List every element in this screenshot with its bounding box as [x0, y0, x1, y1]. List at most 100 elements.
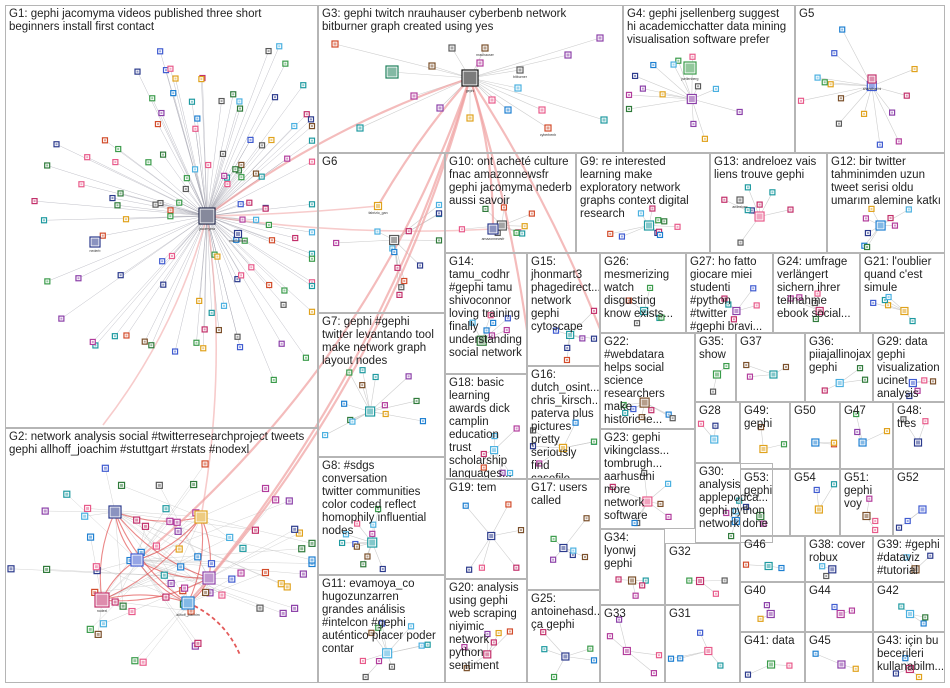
group-panel-g13[interactable]: G13: andreloez vais liens trouve gephi — [710, 153, 827, 253]
group-panel-g24[interactable]: G24: umfrage verlängert sichern ihrer te… — [773, 253, 860, 333]
node-fill — [883, 299, 886, 302]
group-panel-g5[interactable]: G5 — [795, 5, 945, 153]
group-panel-g2[interactable]: G2: network analysis social #twitterrese… — [5, 428, 318, 683]
group-panel-g45[interactable]: G45 — [805, 632, 873, 683]
node-fill — [922, 622, 925, 625]
group-panel-g50[interactable]: G50 — [790, 402, 840, 469]
group-panel-g17[interactable]: G17: users called — [527, 479, 600, 590]
group-panel-g26[interactable]: G26: mesmerizing watch disgusting know e… — [600, 253, 686, 333]
group-panel-g21[interactable]: G21: l'oublier quand c'est simule — [860, 253, 945, 333]
node-fill — [829, 83, 832, 86]
group-panel-g1[interactable]: G1: gephi jacomyma videos published thre… — [5, 5, 318, 428]
group-panel-g31[interactable]: G31 — [665, 605, 740, 683]
group-panel-g39[interactable]: G39: #gephi #dataviz #tutorial — [873, 536, 945, 582]
node-fill — [759, 617, 762, 620]
edge — [834, 52, 873, 87]
node-fill — [518, 68, 522, 72]
group-panel-g28[interactable]: G28 — [695, 402, 740, 463]
node-fill — [651, 207, 654, 210]
node-fill — [509, 472, 512, 474]
node-fill — [561, 445, 566, 450]
group-panel-g54[interactable]: G54 — [790, 469, 840, 536]
group-panel-g20[interactable]: G20: analysis using gephi web scraping n… — [445, 579, 527, 683]
group-panel-g51[interactable]: G51: gephi voy — [840, 469, 893, 536]
group-panel-g19[interactable]: G19: tem — [445, 479, 527, 579]
node-fill — [798, 296, 801, 299]
node-fill — [333, 42, 337, 46]
node-fill — [311, 310, 313, 313]
group-panel-g9[interactable]: G9: re interested learning make explorat… — [576, 153, 710, 253]
group-panel-g6[interactable]: G6 — [318, 153, 445, 313]
group-panel-g14[interactable]: G14: tamu_codhr #gephi tamu shivoconnor … — [445, 253, 527, 374]
group-panel-g18[interactable]: G18: basic learning awards dick camplin … — [445, 374, 527, 479]
node-fill — [114, 161, 117, 164]
node-fill — [274, 96, 277, 99]
group-panel-g52[interactable]: G52 — [893, 469, 945, 536]
node-fill — [859, 367, 862, 370]
group-panel-g53[interactable]: G53: gephi — [740, 469, 790, 536]
group-panel-g48[interactable]: G48: tres — [893, 402, 945, 469]
group-label: G7: gephi #gephi twitter levantando tool… — [322, 316, 434, 367]
node-fill — [230, 577, 234, 581]
group-panel-g46[interactable]: G46 — [740, 536, 805, 582]
group-panel-g43[interactable]: G43: için bu becerileri kullanabilm... — [873, 632, 945, 683]
edge — [162, 154, 208, 217]
group-panel-g4[interactable]: G4: gephi jsellenberg suggest hi academi… — [623, 5, 795, 153]
node-fill — [77, 277, 80, 280]
edge — [121, 485, 202, 518]
edge — [206, 161, 313, 217]
group-panel-g35[interactable]: G35: show — [695, 333, 736, 402]
group-panel-g33[interactable]: G33 — [600, 605, 665, 683]
node-fill — [178, 201, 181, 204]
group-panel-g10[interactable]: G10: ont acheté culture fnac amazonnewsf… — [445, 153, 576, 253]
node-fill — [765, 604, 768, 607]
group-panel-g7[interactable]: G7: gephi #gephi twitter levantando tool… — [318, 313, 445, 457]
node-fill — [523, 225, 526, 228]
edge — [362, 370, 371, 412]
group-panel-g11[interactable]: G11: evamoya_co hugozunzarren grandes an… — [318, 575, 445, 683]
node-fill — [887, 304, 890, 307]
node-fill — [194, 168, 197, 171]
group-panel-g12[interactable]: G12: bir twitter tahminimden uzun tweet … — [827, 153, 945, 253]
group-label: G32 — [669, 546, 691, 558]
group-panel-g23[interactable]: G23: gephi vikingclass... tombrugh... aa… — [600, 429, 695, 529]
group-panel-g16[interactable]: G16: dutch_osint... chris_kirsch... pate… — [527, 366, 600, 479]
node-fill — [593, 440, 595, 443]
group-panel-g42[interactable]: G42 — [873, 582, 945, 632]
strong-edge — [101, 594, 189, 604]
group-panel-g34[interactable]: G34: lyonwj gephi — [600, 529, 665, 605]
group-panel-g32[interactable]: G32 — [665, 543, 740, 605]
node-fill — [748, 375, 751, 378]
node-fill — [489, 225, 497, 233]
group-panel-g22[interactable]: G22: #webdatara helps social science res… — [600, 333, 695, 429]
group-panel-g44[interactable]: G44 — [805, 582, 873, 632]
node-fill — [45, 567, 49, 571]
node-fill — [268, 284, 271, 287]
node-fill — [520, 529, 522, 532]
group-panel-g15[interactable]: G15: jhonmart3 phagedirect... network ge… — [527, 253, 600, 366]
group-panel-g3[interactable]: G3: gephi twitch nrauhauser cyberbenb ne… — [318, 5, 623, 153]
node-fill — [641, 584, 644, 587]
edge — [491, 529, 522, 537]
group-panel-g36[interactable]: G36: piiajallinojax gephi — [805, 333, 873, 402]
node-fill — [96, 594, 108, 606]
group-panel-g37[interactable]: G37 — [736, 333, 805, 402]
node-fill — [128, 559, 132, 563]
group-panel-g29[interactable]: G29: data gephi visualization ucinet ana… — [873, 333, 945, 402]
node-fill — [91, 340, 94, 343]
node-fill — [532, 445, 534, 448]
group-panel-g25[interactable]: G25: antoinehasd... ça gephi — [527, 590, 600, 683]
group-panel-g49[interactable]: G49: gephi — [740, 402, 790, 469]
group-panel-g41[interactable]: G41: data — [740, 632, 805, 683]
node-fill — [784, 365, 787, 368]
group-panel-g8[interactable]: G8: #sdgs conversation twitter communiti… — [318, 457, 445, 575]
group-panel-g27[interactable]: G27: ho fatto giocare miei studenti #pyt… — [686, 253, 773, 333]
group-label: G28 — [699, 405, 721, 417]
group-panel-g40[interactable]: G40 — [740, 582, 805, 632]
edge — [724, 199, 760, 217]
node-fill — [381, 568, 384, 570]
node-fill — [421, 420, 424, 423]
node-fill — [139, 550, 143, 554]
group-panel-g38[interactable]: G38: cover robux — [805, 536, 873, 582]
group-panel-g47[interactable]: G47 — [840, 402, 893, 469]
